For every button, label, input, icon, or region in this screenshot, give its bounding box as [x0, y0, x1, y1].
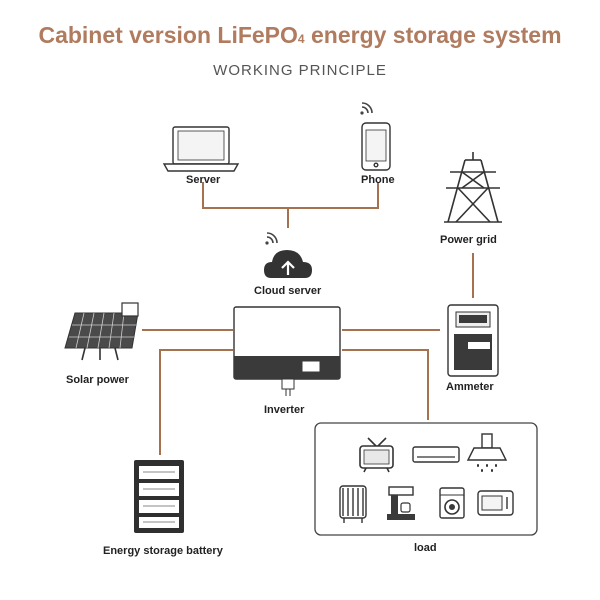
wifi-icon	[360, 102, 373, 115]
label-cloud-server: Cloud server	[254, 285, 322, 297]
solar-panel-icon	[64, 302, 139, 361]
battery-to-inverter-link	[159, 349, 233, 455]
label-power-grid: Power grid	[440, 234, 497, 246]
coffee-machine-icon	[387, 486, 415, 520]
washing-machine-icon	[439, 487, 465, 519]
connectors	[142, 182, 474, 455]
inverter-icon	[233, 306, 341, 396]
label-energy-storage-battery: Energy storage battery	[103, 545, 223, 557]
label-inverter: Inverter	[264, 404, 305, 416]
air-conditioner-icon	[412, 446, 460, 463]
range-hood-icon	[466, 433, 508, 472]
battery-rack-icon	[134, 460, 184, 533]
page-subtitle: WORKING PRINCIPLE	[213, 62, 387, 79]
inverter-to-load-link	[342, 349, 429, 420]
label-server: Server	[186, 174, 221, 186]
title-subscript: 4	[297, 32, 305, 46]
laptop-icon	[162, 126, 240, 172]
heater-icon	[339, 485, 367, 523]
label-ammeter: Ammeter	[446, 381, 494, 393]
phone-icon	[361, 122, 391, 171]
microwave-icon	[477, 490, 514, 516]
power-tower-icon	[444, 152, 502, 223]
cloud-upload-icon	[264, 250, 312, 278]
meter-icon	[447, 304, 499, 377]
label-solar-power: Solar power	[66, 374, 129, 386]
tv-icon	[359, 437, 394, 473]
server-phone-link	[202, 182, 379, 209]
label-phone: Phone	[361, 174, 395, 186]
wifi-icon	[265, 232, 278, 245]
label-load: load	[414, 542, 437, 554]
page-title: Cabinet version LiFePO4 energy storage s…	[38, 22, 562, 48]
